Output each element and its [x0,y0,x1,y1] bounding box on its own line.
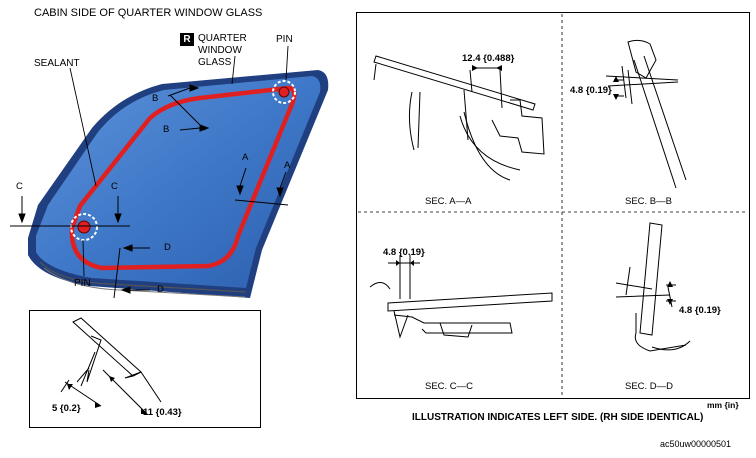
section-a-drawing [373,55,545,181]
r-badge: R [180,33,194,46]
sections-frame [356,12,750,399]
section-c-label: SEC. C—C [425,381,474,392]
detail-dim-11: 11 {0.43} [143,407,182,418]
sealant-bead [69,85,297,271]
detail-inset-drawing [60,317,162,415]
cut-label-d1: D [164,242,171,253]
pin-bottom-icon [70,213,98,241]
glass-label-1: QUARTER [198,33,247,44]
section-b-drawing [605,39,687,189]
section-a-label: SEC. A—A [425,196,472,207]
glass-pane [36,76,321,288]
cut-label-d2: D [157,284,164,295]
sections-dividers [358,14,748,397]
pin-top-label: PIN [276,34,293,45]
main-title: CABIN SIDE OF QUARTER WINDOW GLASS [34,7,263,19]
section-d-dim: 4.8 {0.19} [679,305,721,316]
cut-label-c2: C [111,181,118,192]
detail-dim-5: 5 {0.2} [52,403,81,414]
units-note: mm {in} [707,400,739,410]
section-b-label: SEC. B—B [625,196,672,207]
cut-label-b2: B [163,124,170,135]
glass-label-2: WINDOW [198,45,242,56]
detail-inset-frame [29,310,261,428]
section-c-drawing [369,255,553,339]
cut-label-a1: A [242,152,249,163]
cut-label-a2: A [284,160,291,171]
sealant-label: SEALANT [34,58,80,69]
cut-label-b1: B [152,93,159,104]
figure-code: ac50uw00000501 [660,439,732,449]
illustration-note: ILLUSTRATION INDICATES LEFT SIDE. (RH SI… [412,412,704,423]
pin-top-icon [272,80,296,104]
section-c-dim: 4.8 {0.19} [383,247,425,258]
pin-bottom-label: PIN [74,278,91,289]
quarter-glass-illustration [10,45,329,299]
section-d-label: SEC. D—D [625,381,674,392]
section-b-dim: 4.8 {0.19} [570,85,612,96]
glass-label-3: GLASS [198,57,232,68]
cut-label-c1: C [16,181,23,192]
section-d-drawing [615,222,691,352]
section-a-dim: 12.4 {0.488} [462,53,515,64]
